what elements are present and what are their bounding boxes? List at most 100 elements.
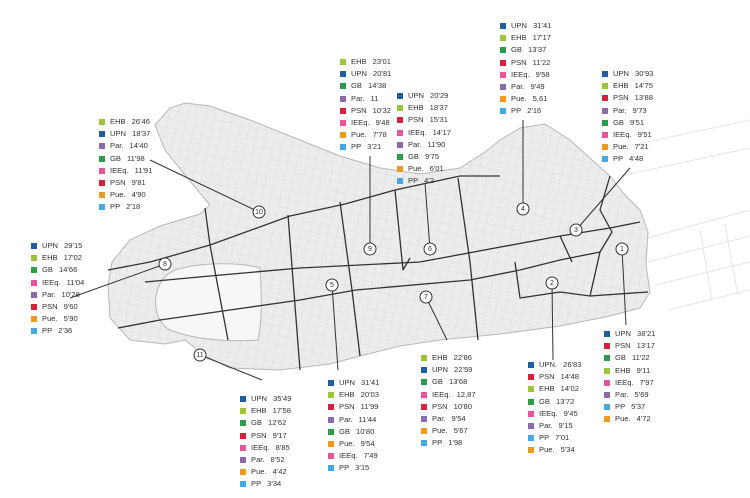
party-value: 22'86 [453, 353, 472, 362]
party-value: 7'78 [372, 130, 387, 140]
party-swatch [240, 432, 246, 439]
party-name: Pue. [251, 467, 267, 477]
party-value: 4'72 [636, 414, 651, 424]
party-value: 5'67 [453, 426, 468, 436]
legend-row: Par.10'28 [31, 289, 84, 301]
party-name: Par. [432, 413, 446, 423]
party-name: PP [539, 433, 550, 443]
party-swatch [99, 167, 105, 174]
party-swatch [604, 392, 610, 399]
party-swatch [99, 192, 105, 199]
party-name: EHB [432, 353, 448, 362]
party-value: 9'51 [637, 129, 652, 139]
zone-marker-label: 9 [368, 246, 372, 253]
party-swatch [31, 267, 37, 274]
party-value: 5'90 [63, 314, 78, 324]
party-value: 1'98 [448, 438, 463, 448]
party-value: 9'54 [360, 438, 375, 448]
party-value: 29'15 [64, 241, 83, 250]
party-swatch [602, 132, 608, 139]
legend-row: Par.11'44 [328, 414, 379, 426]
party-swatch [528, 410, 534, 417]
party-value: 13'88 [634, 93, 653, 103]
party-name: EHB [351, 57, 367, 66]
party-value: 13'17 [636, 341, 655, 351]
party-name: PSN [351, 105, 367, 115]
party-name: IEEq. [42, 277, 61, 287]
zone-marker-10: 10 [252, 205, 266, 219]
party-value: 3'15 [355, 463, 370, 473]
party-name: EHB [110, 117, 126, 126]
legend-row: Pue.4'72 [604, 413, 655, 425]
party-value: 9'45 [563, 408, 578, 418]
party-swatch [602, 156, 608, 163]
party-swatch [421, 355, 427, 362]
party-name: Pue. [351, 130, 367, 140]
party-swatch [602, 144, 608, 151]
legend-row: Pue.5,61 [500, 93, 551, 105]
party-value: 14'66 [58, 265, 78, 275]
party-name: Pue. [110, 190, 126, 200]
legend-row: Par.9'73 [602, 105, 653, 117]
legend-row: IEEq.8'85 [240, 442, 291, 454]
party-swatch [421, 428, 427, 435]
party-name: GB [339, 426, 350, 436]
party-swatch [528, 435, 534, 442]
party-value: 7'01 [555, 433, 570, 443]
zone-marker-label: 7 [424, 294, 428, 301]
party-swatch [31, 243, 37, 250]
party-name: IEEq. [339, 451, 358, 461]
party-name: Par. [613, 105, 627, 115]
party-value: 2'18 [126, 202, 141, 212]
legend-row: Pue.7'21 [602, 141, 653, 153]
party-value: 2'16 [527, 106, 542, 116]
loop-road [155, 263, 262, 342]
party-name: IEEq. [251, 442, 270, 452]
zone-marker-label: 5 [330, 282, 334, 289]
party-name: Par. [408, 139, 422, 149]
party-value: 10'80 [453, 401, 472, 411]
zone-marker-label: 6 [428, 246, 432, 253]
legend-row: IEEq.12,87 [421, 389, 476, 401]
party-name: GB [539, 396, 550, 406]
party-value: 9'81 [131, 177, 146, 187]
party-swatch [340, 132, 346, 139]
party-name: Par. [251, 454, 265, 464]
party-name: Pue. [432, 426, 448, 436]
legend-row: Pue.5'90 [31, 313, 84, 325]
party-swatch [421, 440, 427, 447]
party-swatch [328, 404, 334, 411]
zone-marker-label: 8 [163, 261, 167, 268]
zone-marker-3: 3 [569, 223, 583, 237]
zone-marker-circle [569, 223, 583, 237]
party-value: 38'21 [637, 329, 656, 338]
party-name: Par. [615, 389, 629, 399]
party-name: PP [511, 106, 522, 116]
party-value: 3'34 [267, 479, 282, 489]
party-swatch [31, 291, 37, 298]
party-value: 6'01 [429, 164, 444, 174]
party-value: 11'91 [134, 165, 153, 175]
zone-marker-circle [516, 202, 530, 216]
party-value: 5'69 [634, 389, 649, 399]
zone-marker-6: 6 [423, 242, 437, 256]
legend-row: Pue.9'54 [328, 438, 379, 450]
party-swatch [604, 331, 610, 338]
